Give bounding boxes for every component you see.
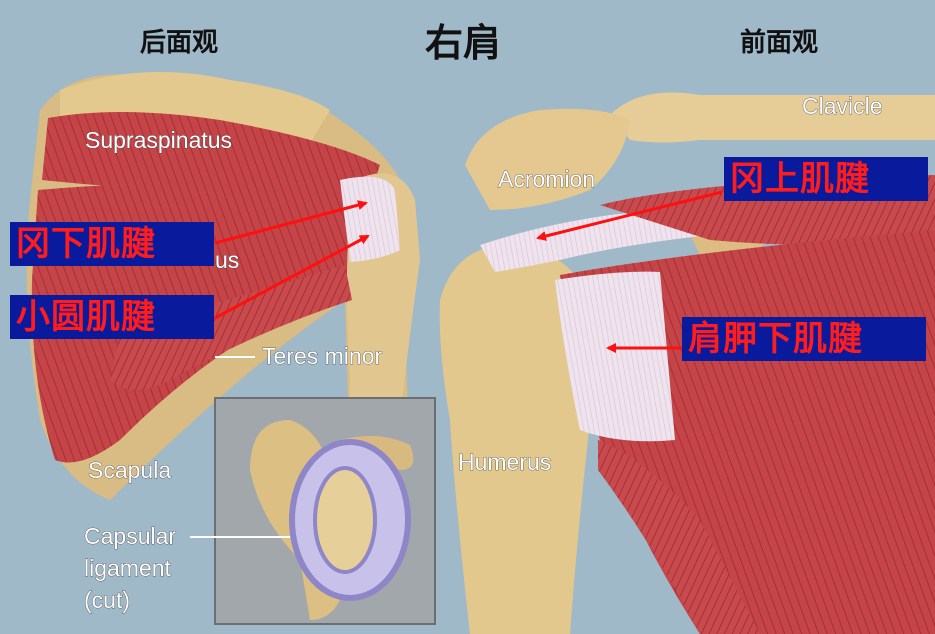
clavicle-bone — [610, 92, 935, 143]
humerus-anterior — [439, 245, 595, 634]
label-infraspinatus-partial: us — [215, 247, 239, 273]
callout-teres-minor-tendon: 小圆肌腱 — [10, 295, 214, 339]
supraspinatus-tendon — [480, 205, 710, 272]
teres-minor-muscle — [110, 265, 352, 390]
title-main: 右肩 — [425, 21, 502, 65]
label-acromion: Acromion — [498, 166, 595, 192]
arrow-supraspinatus — [536, 190, 723, 241]
title-posterior-view: 后面观 — [140, 28, 219, 58]
callout-supraspinatus-tendon: 冈上肌腱 — [724, 157, 928, 201]
label-capsular-line2: ligament — [84, 555, 172, 581]
arrow-teres-minor — [214, 234, 370, 320]
label-capsular-line3: (cut) — [84, 587, 130, 613]
title-anterior-view: 前面观 — [740, 28, 819, 58]
subscapularis-tendon — [555, 271, 675, 442]
callout-subscapularis-tendon: 肩胛下肌腱 — [682, 317, 926, 361]
label-humerus: Humerus — [458, 449, 551, 475]
biceps-tendon — [598, 440, 760, 634]
glenoid-cavity — [313, 466, 377, 574]
posterior-tendons — [340, 176, 400, 262]
arrow-infraspinatus — [214, 200, 368, 245]
label-capsular-line1: Capsular — [84, 523, 176, 549]
label-teres-minor: Teres minor — [262, 343, 382, 369]
label-scapula: Scapula — [88, 457, 171, 483]
acromion-bone — [465, 108, 630, 210]
callout-infraspinatus-tendon: 冈下肌腱 — [10, 222, 214, 266]
label-clavicle: Clavicle — [802, 93, 883, 119]
label-supraspinatus: Supraspinatus — [85, 127, 232, 153]
supraspinatus-muscle — [42, 111, 380, 197]
